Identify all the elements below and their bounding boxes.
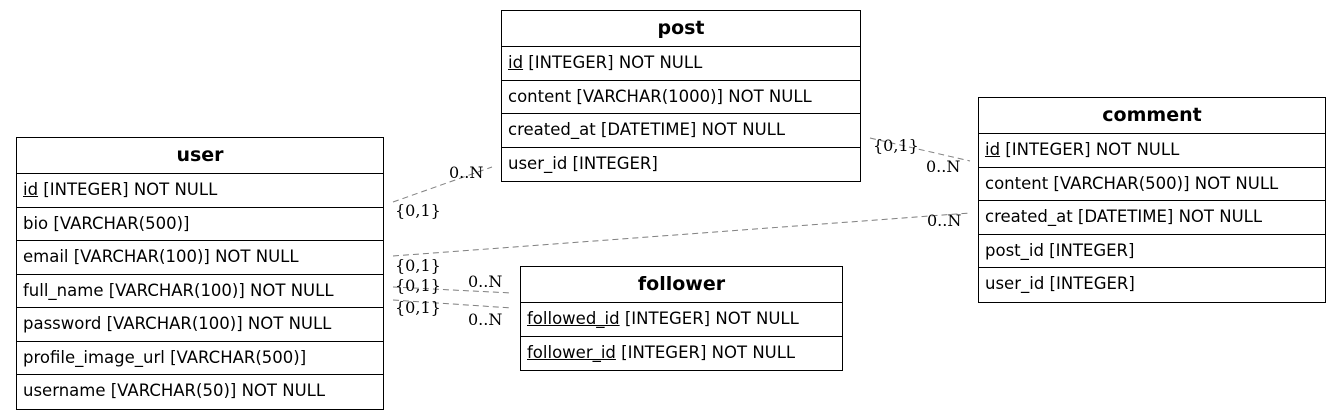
cardinality-post-comment-one: {0,1} <box>873 136 919 155</box>
column-name: bio [VARCHAR(500)] <box>23 213 190 233</box>
column-name: password [VARCHAR(100)] NOT NULL <box>23 314 332 333</box>
pk-column-name: followed_id <box>527 309 620 328</box>
column-row: created_at [DATETIME] NOT NULL <box>502 114 860 148</box>
rel-line-user-comment <box>392 212 971 257</box>
cardinality-user-follower-b-many: 0..N <box>468 310 503 329</box>
column-name: content [VARCHAR(500)] NOT NULL <box>985 173 1279 193</box>
column-name: full_name [VARCHAR(100)] NOT NULL <box>23 280 334 300</box>
column-row: password [VARCHAR(100)] NOT NULL <box>17 308 383 342</box>
column-row: id [INTEGER] NOT NULL <box>502 47 860 81</box>
cardinality-user-comment-many: 0..N <box>927 211 962 230</box>
column-name: username [VARCHAR(50)] NOT NULL <box>23 381 326 400</box>
entity-title: comment <box>979 98 1325 134</box>
column-name: created_at [DATETIME] NOT NULL <box>508 120 786 139</box>
column-row: content [VARCHAR(500)] NOT NULL <box>979 168 1325 201</box>
column-row: post_id [INTEGER] <box>979 235 1325 268</box>
pk-column-name: id <box>23 180 39 199</box>
column-row: bio [VARCHAR(500)] <box>17 208 383 241</box>
cardinality-post-comment-many: 0..N <box>926 157 961 176</box>
column-name: profile_image_url [VARCHAR(500)] <box>23 347 307 367</box>
column-row: id [INTEGER] NOT NULL <box>17 174 383 208</box>
column-row: followed_id [INTEGER] NOT NULL <box>521 303 842 337</box>
entity-title: user <box>17 138 383 174</box>
entity-title: follower <box>521 267 842 303</box>
column-row: content [VARCHAR(1000)] NOT NULL <box>502 81 860 114</box>
rel-line-user-post <box>392 166 493 203</box>
column-name: user_id [INTEGER] <box>985 274 1135 293</box>
column-row: user_id [INTEGER] <box>979 268 1325 302</box>
column-type: [INTEGER] NOT NULL <box>615 342 796 362</box>
column-type: [INTEGER] NOT NULL <box>38 180 218 199</box>
column-row: created_at [DATETIME] NOT NULL <box>979 201 1325 235</box>
column-row: email [VARCHAR(100)] NOT NULL <box>17 241 383 275</box>
column-name: post_id [INTEGER] <box>985 240 1135 260</box>
pk-column-name: id <box>985 140 1001 159</box>
cardinality-user-post-many: 0..N <box>449 163 484 182</box>
column-name: content [VARCHAR(1000)] NOT NULL <box>508 86 812 106</box>
entity-post[interactable]: post id [INTEGER] NOT NULL content [VARC… <box>501 10 861 182</box>
pk-column-name: id <box>508 53 524 72</box>
pk-column-name: follower_id <box>527 342 616 362</box>
column-type: [INTEGER] NOT NULL <box>1000 140 1180 159</box>
column-name: email [VARCHAR(100)] NOT NULL <box>23 247 299 266</box>
entity-title: post <box>502 11 860 47</box>
column-row: follower_id [INTEGER] NOT NULL <box>521 337 842 371</box>
column-row: full_name [VARCHAR(100)] NOT NULL <box>17 275 383 308</box>
cardinality-user-follower-a-many: 0..N <box>468 272 503 291</box>
cardinality-user-follower-a-one: {0,1} <box>395 276 441 295</box>
column-row: id [INTEGER] NOT NULL <box>979 134 1325 168</box>
column-name: user_id [INTEGER] <box>508 153 658 173</box>
entity-comment[interactable]: comment id [INTEGER] NOT NULL content [V… <box>978 97 1326 303</box>
cardinality-user-post-one: {0,1} <box>395 201 441 220</box>
entity-user[interactable]: user id [INTEGER] NOT NULL bio [VARCHAR(… <box>16 137 384 410</box>
cardinality-user-follower-b-one: {0,1} <box>395 298 441 317</box>
column-row: user_id [INTEGER] <box>502 148 860 182</box>
column-name: created_at [DATETIME] NOT NULL <box>985 207 1263 226</box>
column-type: [INTEGER] NOT NULL <box>523 53 703 72</box>
entity-follower[interactable]: follower followed_id [INTEGER] NOT NULL … <box>520 266 843 371</box>
column-type: [INTEGER] NOT NULL <box>619 309 799 328</box>
rel-line-post-comment <box>869 137 971 162</box>
cardinality-user-comment-one: {0,1} <box>395 256 441 275</box>
column-row: profile_image_url [VARCHAR(500)] <box>17 342 383 375</box>
column-row: username [VARCHAR(50)] NOT NULL <box>17 375 383 409</box>
